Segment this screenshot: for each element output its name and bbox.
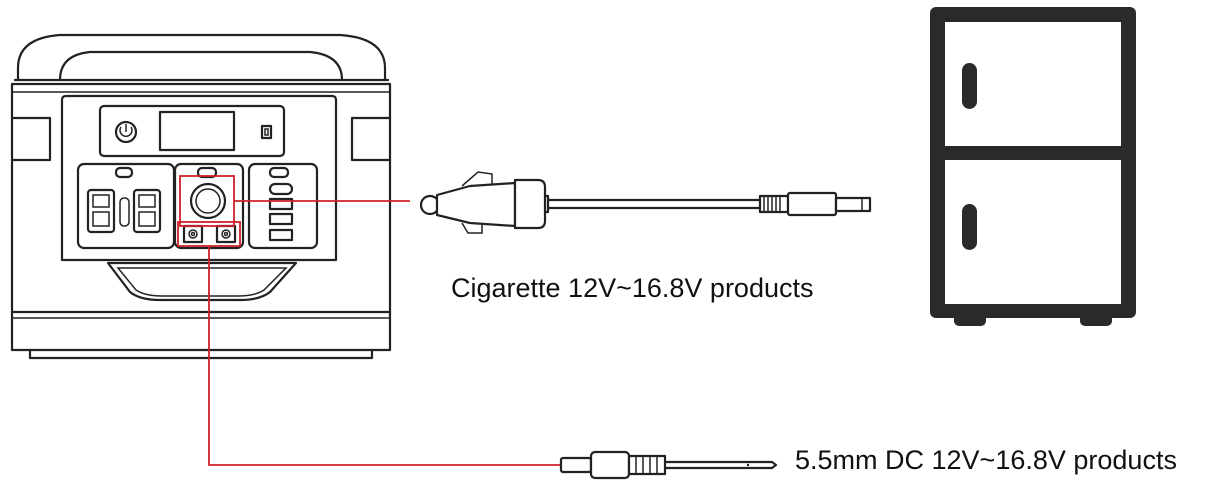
power-station-icon xyxy=(10,33,392,360)
dc-barrel-plug-icon xyxy=(559,450,778,480)
dc-products-label: 5.5mm DC 12V~16.8V products xyxy=(795,445,1177,475)
dc-connector-line xyxy=(208,246,560,466)
cigarette-lighter-plug-icon xyxy=(419,171,872,234)
cigarette-products-label: Cigarette 12V~16.8V products xyxy=(451,273,814,303)
power-icon xyxy=(114,120,138,144)
refrigerator-icon xyxy=(930,7,1136,326)
